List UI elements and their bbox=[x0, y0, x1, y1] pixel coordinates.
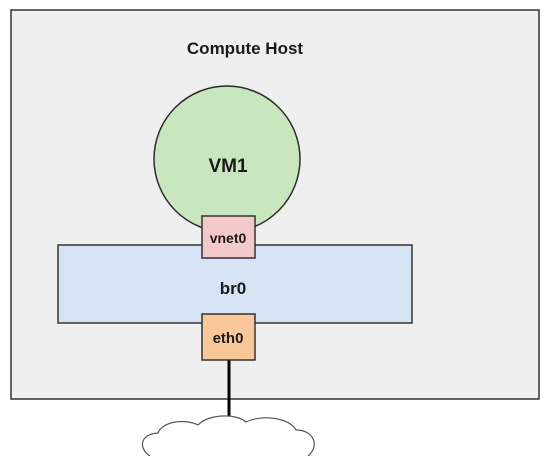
vnet-port-box bbox=[201, 215, 256, 259]
compute-host-label: Compute Host bbox=[187, 39, 304, 58]
bridge-label: br0 bbox=[220, 279, 246, 298]
eth-port-box bbox=[201, 313, 256, 361]
vm-label: VM1 bbox=[208, 156, 248, 177]
eth-port-label: eth0 bbox=[213, 330, 244, 347]
vnet-port-label: vnet0 bbox=[210, 230, 247, 246]
cloud-icon bbox=[141, 415, 315, 457]
